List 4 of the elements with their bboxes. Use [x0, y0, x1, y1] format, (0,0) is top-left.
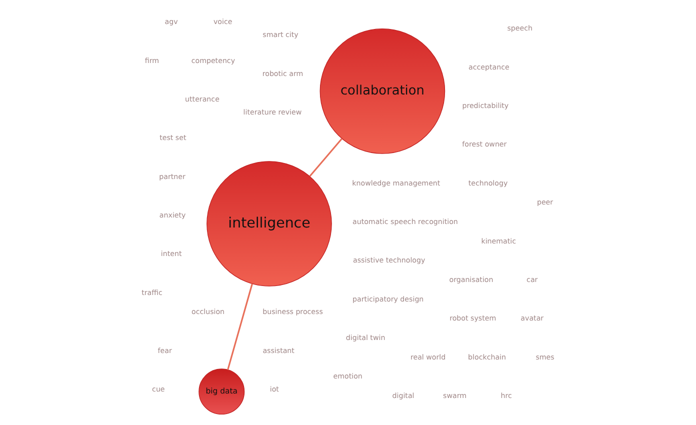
connector	[226, 284, 252, 370]
node-circle: intelligence	[206, 161, 332, 286]
connector	[308, 138, 342, 177]
node-circle: collaboration	[319, 28, 445, 154]
